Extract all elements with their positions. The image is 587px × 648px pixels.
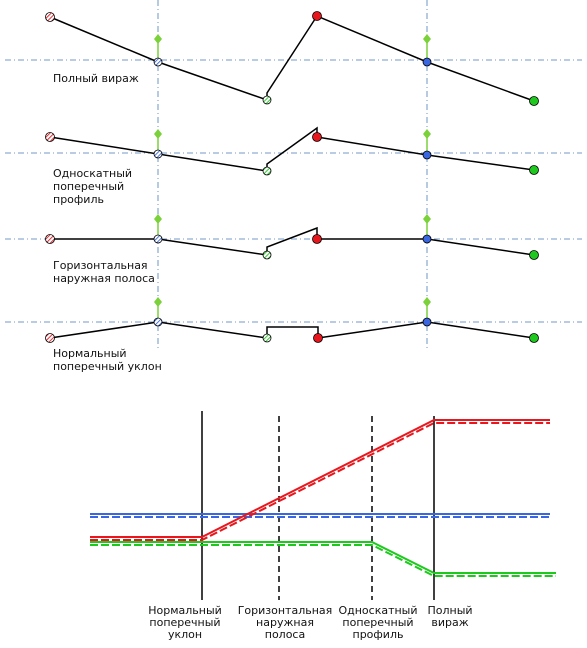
vertical-axes-top [157, 0, 428, 350]
stage-label-normal-crown: Нормальный поперечный уклон [148, 604, 222, 641]
profile-horizontal-outer-lane [5, 214, 582, 260]
red-line-solid [90, 419, 550, 538]
stage-label-single-slope: Односкатный поперечный профиль [338, 604, 418, 641]
profile-normal-crown [5, 297, 582, 343]
profile-label-horizontal-outer-lane: Горизонтальная наружная полоса [53, 259, 155, 285]
stage-label-full-superelevation: Полный вираж [427, 604, 473, 629]
stage-label-horizontal-outer-lane: Горизонтальная наружная полоса [237, 604, 333, 641]
profile-label-full-superelevation: Полный вираж [53, 72, 139, 85]
red-line-dashed [90, 422, 550, 541]
profile-label-single-slope: Односкатный поперечный профиль [53, 167, 133, 206]
green-line-dashed [90, 544, 556, 577]
profile-label-normal-crown: Нормальный поперечный уклон [53, 347, 162, 373]
profile-single-slope [5, 126, 582, 176]
profile-full-superelevation [5, 11, 582, 106]
transition-diagram [90, 411, 556, 600]
green-line-solid [90, 541, 556, 574]
